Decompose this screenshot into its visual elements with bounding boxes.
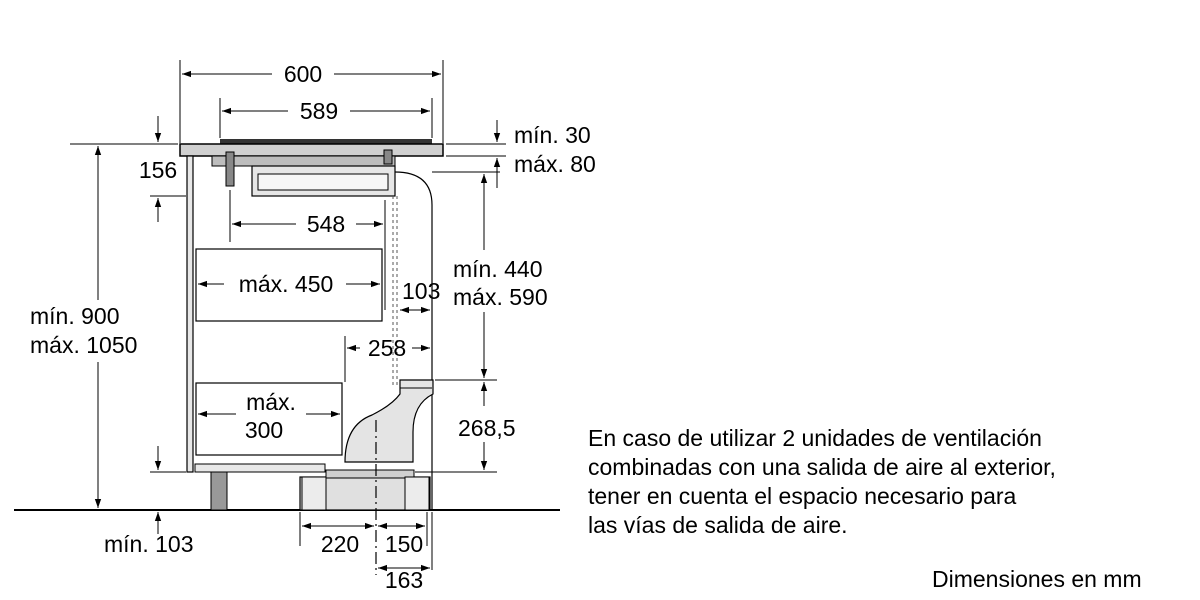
dim-max-300-value: 300 bbox=[245, 417, 283, 443]
dim-max-300-label: máx. bbox=[246, 389, 296, 415]
dim-max-590: máx. 590 bbox=[453, 284, 548, 310]
dim-156: 156 bbox=[139, 157, 177, 183]
dim-548: 548 bbox=[307, 211, 345, 237]
dim-min-30: mín. 30 bbox=[514, 122, 591, 148]
dim-268-5: 268,5 bbox=[458, 415, 516, 441]
dim-258: 258 bbox=[368, 335, 406, 361]
cabinet bbox=[186, 155, 194, 473]
note-line: las vías de salida de aire. bbox=[588, 512, 848, 538]
cabinet-base bbox=[194, 463, 326, 473]
dim-220: 220 bbox=[321, 531, 359, 557]
dim-max-80: máx. 80 bbox=[514, 151, 596, 177]
worktop bbox=[179, 143, 444, 157]
hob-leg bbox=[225, 151, 235, 187]
dim-max-450: máx. 450 bbox=[239, 271, 334, 297]
plinth-outlet bbox=[301, 476, 327, 511]
note-line: En caso de utilizar 2 unidades de ventil… bbox=[588, 425, 1042, 451]
dim-min-440: mín. 440 bbox=[453, 256, 543, 282]
note-line: tener en cuenta el espacio necesario par… bbox=[588, 483, 1017, 509]
dim-max-1050: máx. 1050 bbox=[30, 332, 137, 358]
fan-module-inner bbox=[257, 173, 389, 191]
duct-elbow bbox=[344, 379, 434, 463]
drawer-lower bbox=[195, 382, 343, 456]
drawer-upper bbox=[195, 248, 383, 322]
hob-glass bbox=[220, 139, 432, 144]
note-line: combinadas con una salida de aire al ext… bbox=[588, 454, 1056, 480]
hob-body bbox=[211, 155, 396, 167]
dim-589: 589 bbox=[300, 98, 338, 124]
units-label: Dimensiones en mm bbox=[932, 566, 1142, 592]
dim-150: 150 bbox=[385, 531, 423, 557]
dim-103-duct: 103 bbox=[402, 278, 440, 304]
cabinet-foot bbox=[210, 471, 228, 511]
dim-min-103: mín. 103 bbox=[104, 531, 194, 557]
hob-leg bbox=[383, 149, 393, 165]
air-duct bbox=[394, 171, 433, 510]
plinth-outlet bbox=[325, 469, 415, 479]
dim-600: 600 bbox=[284, 61, 322, 87]
dim-min-900: mín. 900 bbox=[30, 303, 120, 329]
dim-163: 163 bbox=[385, 567, 423, 593]
plinth-outlet bbox=[404, 476, 430, 511]
installation-note: En caso de utilizar 2 unidades de ventil… bbox=[588, 424, 1188, 540]
